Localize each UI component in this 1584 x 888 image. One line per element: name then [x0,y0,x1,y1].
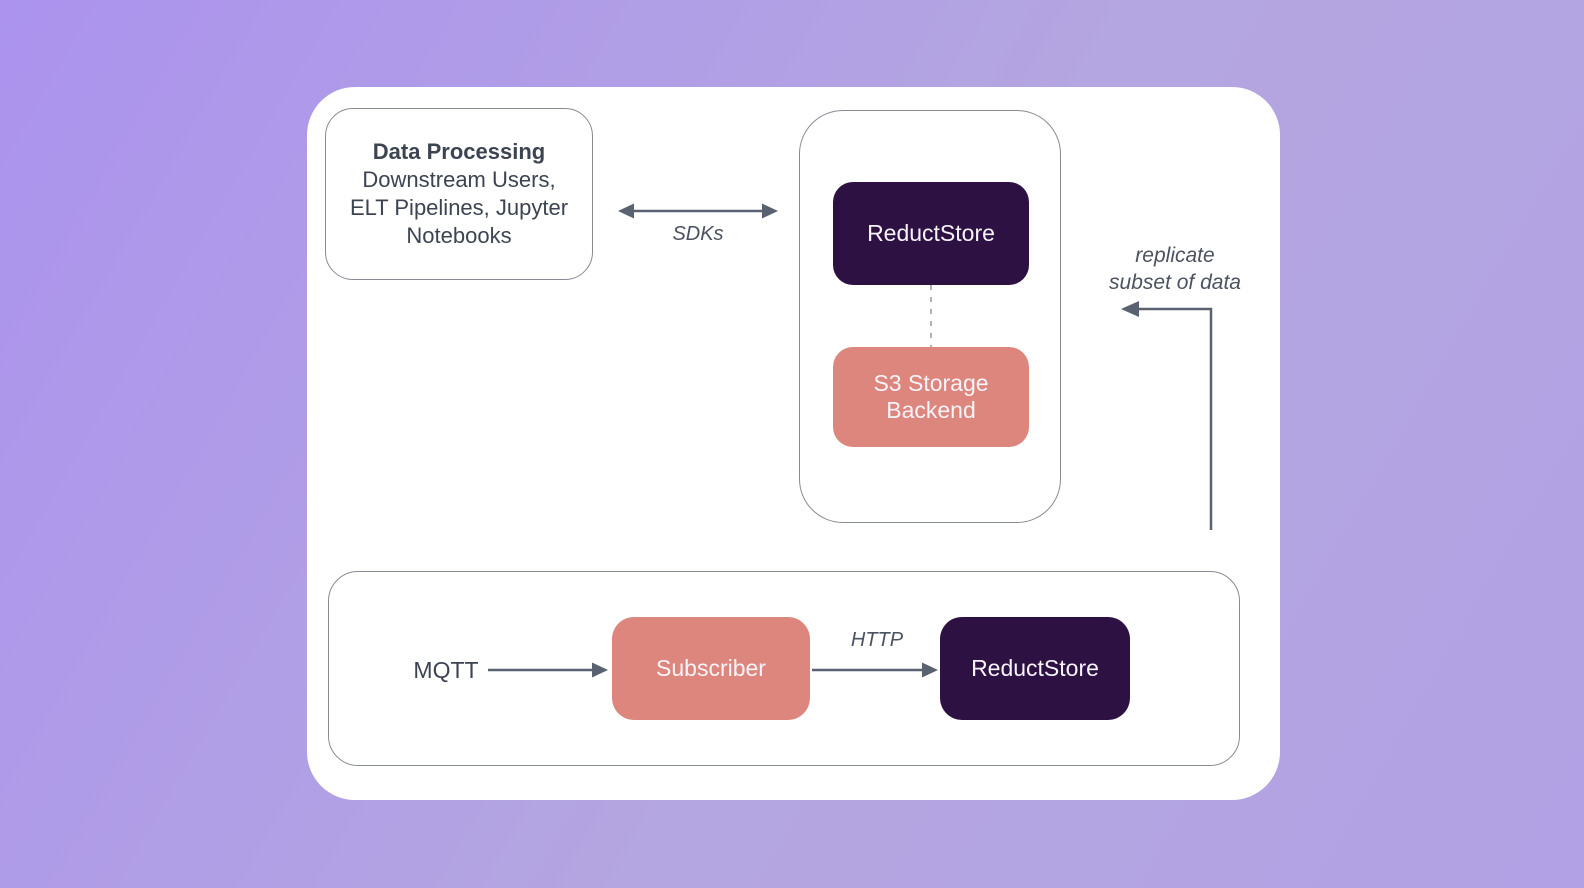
data-processing-description: Downstream Users, ELT Pipelines, Jupyter… [349,167,569,248]
reductstore-top-label: ReductStore [867,220,995,246]
reductstore-node-bottom: ReductStore [940,617,1130,720]
s3-storage-node: S3 Storage Backend [833,347,1029,447]
http-label: HTTP [850,629,904,651]
storage-group [799,110,1061,523]
subscriber-label: Subscriber [656,655,766,681]
mqtt-arrow-icon [488,662,608,678]
diagram-card: Data Processing Downstream Users, ELT Pi… [307,87,1280,800]
subscriber-node: Subscriber [612,617,810,720]
replicate-label: replicate subset of data [1109,244,1241,294]
mqtt-label: MQTT [413,657,479,683]
http-arrow-icon [812,662,938,678]
sdks-label: SDKs [672,223,724,245]
ingest-group [328,571,1240,766]
s3-storage-label: S3 Storage Backend [873,370,989,423]
data-processing-box: Data Processing Downstream Users, ELT Pi… [325,108,593,280]
sdks-double-arrow-icon [618,203,778,219]
reductstore-bottom-label: ReductStore [971,655,1099,681]
dashed-connector [930,285,932,347]
data-processing-title: Data Processing [372,139,546,164]
replicate-arrow-icon [1121,301,1213,530]
reductstore-node-top: ReductStore [833,182,1029,285]
